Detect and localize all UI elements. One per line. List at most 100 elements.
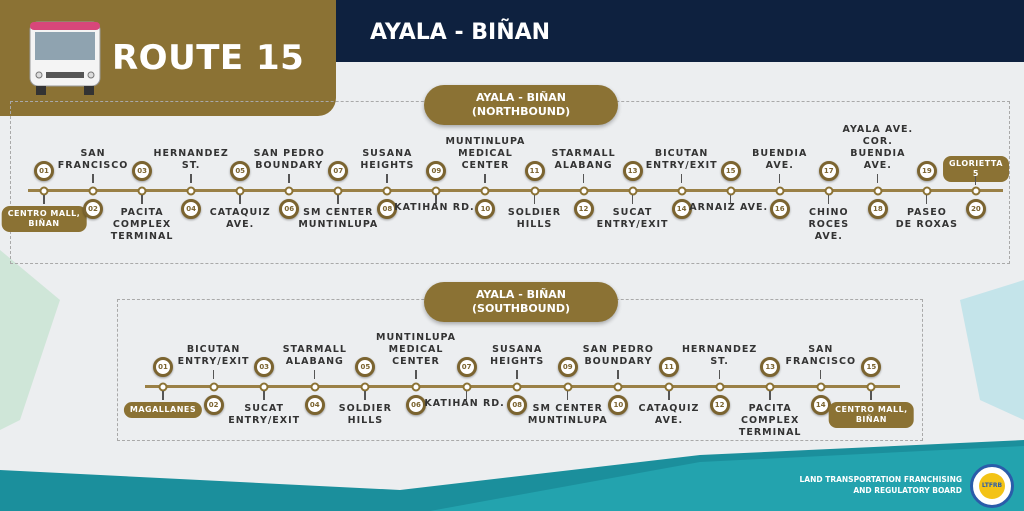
route-name: AYALA - BIÑAN [370, 20, 551, 45]
stop-number-badge: 01 [34, 161, 54, 181]
stop-dot [310, 382, 320, 391]
stop-name: ARNAIZ AVE. [689, 202, 769, 213]
stop-number-badge: 04 [181, 199, 202, 219]
stop-tick [239, 195, 241, 204]
stop-tick [925, 195, 928, 204]
ltfrb-seal-logo: LTFRB [970, 464, 1014, 508]
stop-dot [382, 186, 392, 195]
stop-dot [411, 382, 421, 391]
stop-tick [386, 174, 388, 183]
stop-name: SUCAT ENTRY/EXIT [228, 403, 301, 426]
stop-name-pill: CENTRO MALL, BIÑAN [1, 206, 87, 232]
stop-number-badge: 18 [867, 199, 888, 219]
stop-name: KATIHAN RD. [424, 398, 505, 409]
stop-name: AYALA AVE. COR. BUENDIA AVE. [842, 124, 914, 171]
stop-number-badge: 15 [720, 161, 741, 181]
stop-name: SM CENTER MUNTINLUPA [527, 403, 608, 426]
stop-number-badge: 13 [622, 161, 643, 181]
stop-name: SUCAT ENTRY/EXIT [596, 207, 669, 230]
stop-tick [680, 174, 683, 183]
stop-tick [870, 391, 872, 400]
stop-tick [778, 174, 781, 183]
stop-name: SAN FRANCISCO [57, 148, 129, 171]
stop-dot [677, 186, 687, 195]
stop-name: BICUTAN ENTRY/EXIT [177, 344, 250, 367]
stop-tick [718, 370, 721, 379]
stop-dot [563, 382, 573, 391]
stop-dot [664, 382, 674, 391]
stop-name: CATAQUIZ AVE. [209, 207, 271, 230]
stop-dot [284, 186, 294, 195]
stop-dot [39, 186, 49, 195]
stop-dot [186, 186, 196, 195]
stop-dot [775, 186, 785, 195]
stop-name: CATAQUIZ AVE. [638, 403, 700, 426]
stop-name: SAN PEDRO BOUNDARY [582, 344, 654, 367]
stop-tick [313, 370, 316, 379]
stop-tick [92, 174, 94, 183]
stop-name: SAN PEDRO BOUNDARY [253, 148, 325, 171]
southbound-route-line [145, 385, 900, 388]
stop-dot [765, 382, 775, 391]
stop-name: BUENDIA AVE. [752, 148, 808, 171]
stop-number-badge: 14 [810, 395, 831, 415]
stop-dot [360, 382, 370, 391]
stop-dot [235, 186, 245, 195]
stop-name: PACITA COMPLEX TERMINAL [738, 403, 802, 438]
stop-tick [415, 370, 417, 379]
stop-number-badge: 01 [153, 357, 173, 377]
stop-name: MUNTINLUPA MEDICAL CENTER [376, 332, 456, 367]
stop-tick [263, 391, 265, 400]
stop-tick [162, 391, 164, 400]
stop-number-badge: 20 [965, 199, 986, 219]
stop-tick [668, 391, 670, 400]
stop-dot [209, 382, 219, 391]
stop-dot [613, 382, 623, 391]
stop-name: SOLDIER HILLS [507, 207, 562, 230]
stop-number-badge: 12 [709, 395, 730, 415]
northbound-title: AYALA - BIÑAN (NORTHBOUND) [424, 85, 618, 125]
bus-icon [29, 21, 101, 95]
stop-name: KATIHAN RD. [394, 202, 475, 213]
stop-tick [212, 370, 215, 379]
stop-tick [974, 176, 977, 185]
stop-tick [43, 195, 45, 204]
stop-tick [631, 195, 634, 204]
stop-name: SM CENTER MUNTINLUPA [298, 207, 379, 230]
stop-tick [876, 174, 879, 183]
stop-name: STARMALL ALABANG [551, 148, 616, 171]
stop-number-badge: 02 [83, 199, 104, 219]
stop-number-badge: 05 [355, 357, 376, 377]
stop-tick [617, 370, 619, 379]
stop-name: SUSANA HEIGHTS [490, 344, 545, 367]
stop-dot [530, 186, 539, 195]
stop-dot [922, 186, 932, 195]
stop-tick [288, 174, 290, 183]
stop-dot [480, 186, 490, 195]
stop-name: CHINO ROCES AVE. [808, 207, 850, 242]
stop-tick [337, 195, 339, 204]
stop-number-badge: 09 [426, 161, 447, 181]
stop-number-badge: 13 [760, 357, 781, 377]
northbound-route-line [28, 189, 1003, 192]
stop-number-badge: 03 [132, 161, 153, 181]
southbound-title: AYALA - BIÑAN (SOUTHBOUND) [424, 282, 618, 322]
stop-number-badge: 07 [456, 357, 477, 377]
stop-tick [827, 195, 830, 204]
stop-name: BICUTAN ENTRY/EXIT [645, 148, 718, 171]
stop-tick [516, 370, 518, 379]
stop-tick [435, 195, 437, 204]
agency-name: LAND TRANSPORTATION FRANCHISING AND REGU… [799, 475, 962, 495]
stop-name-pill: MAGALLANES [123, 402, 203, 418]
stop-dot [971, 186, 981, 195]
stop-dot [158, 382, 168, 391]
stop-dot [873, 186, 883, 195]
stop-tick [566, 391, 569, 400]
stop-name: STARMALL ALABANG [282, 344, 347, 367]
stop-dot [88, 186, 98, 195]
stop-dot [512, 382, 522, 391]
stop-number-badge: 08 [377, 199, 398, 219]
stop-number-badge: 04 [304, 395, 325, 415]
stop-number-badge: 06 [406, 395, 426, 415]
